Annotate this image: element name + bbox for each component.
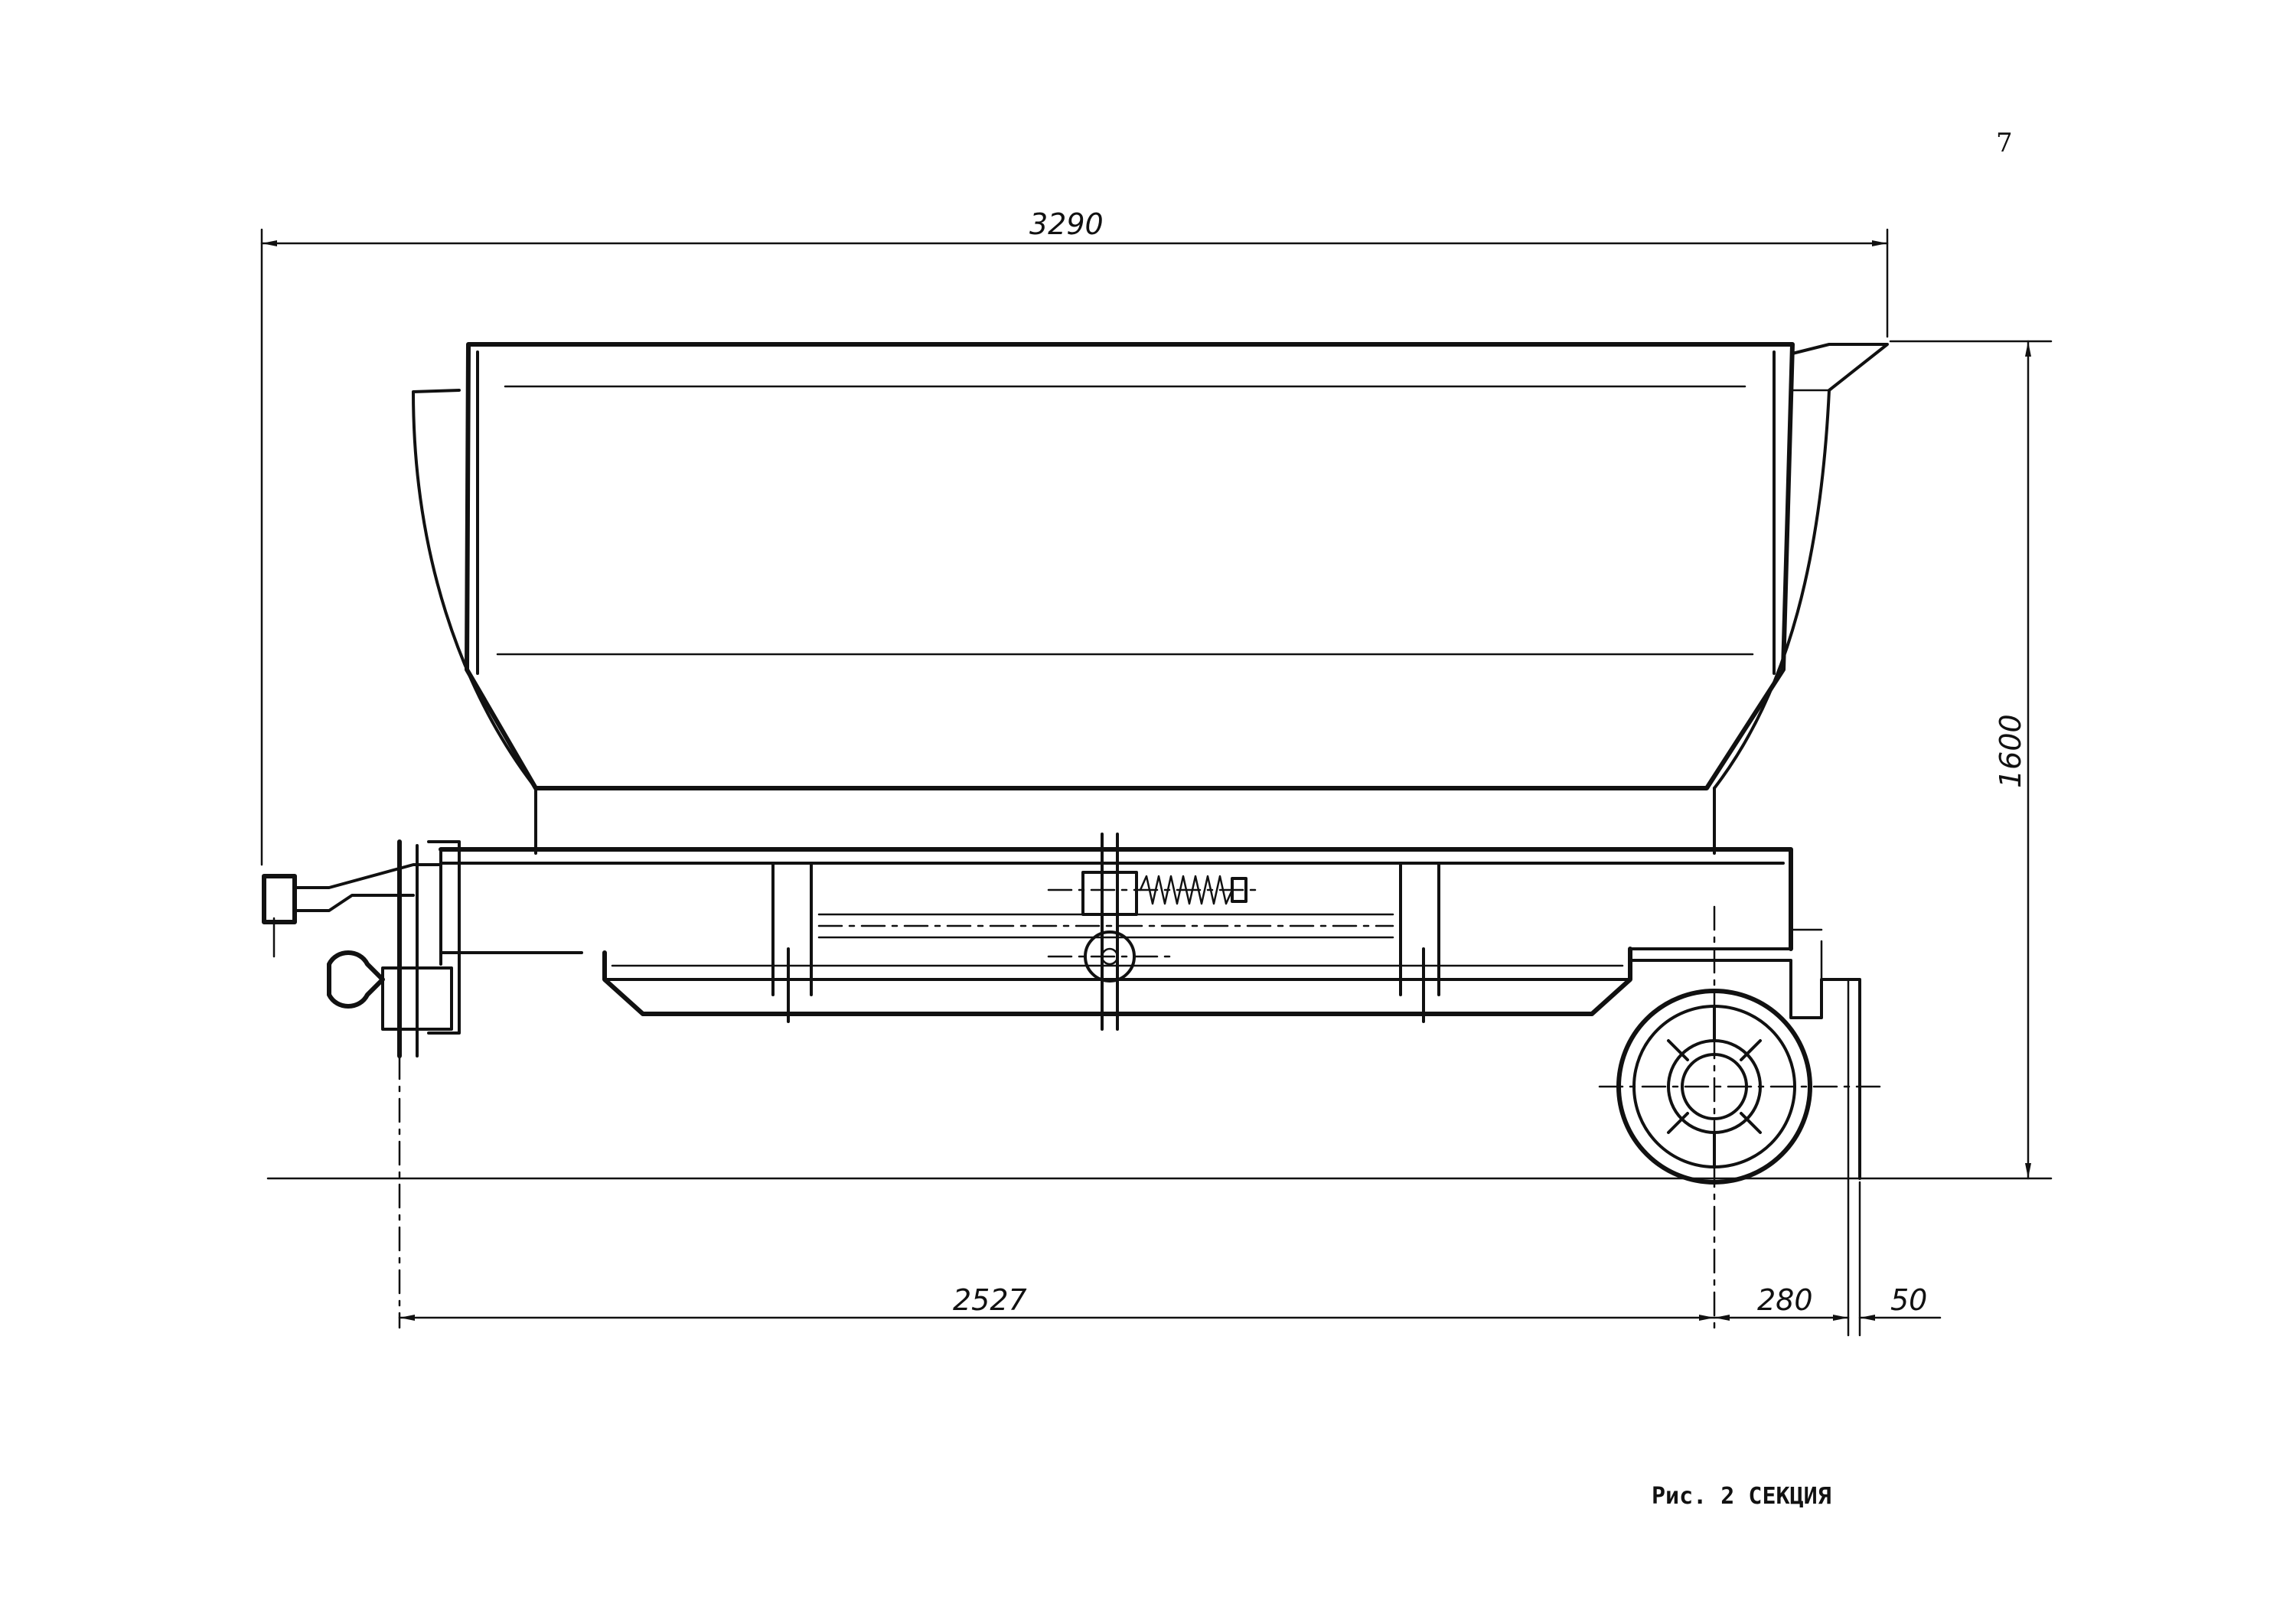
dimension-wheel-offset: 280 (1713, 1283, 1850, 1321)
wheel-assembly (1598, 905, 1884, 1337)
gate-mechanism (1047, 833, 1257, 1031)
dimension-overall-length-label: 3290 (1029, 207, 1104, 241)
dimension-axle-to-coupler: 2527 (398, 1283, 1716, 1321)
dimension-overall-height: 1600 (1889, 340, 2053, 1180)
figure-caption: Рис. 2 СЕКЦИЯ (1652, 1483, 1831, 1510)
dimension-axle-to-coupler-label: 2527 (953, 1283, 1027, 1317)
dimension-wheel-offset-label: 280 (1757, 1283, 1813, 1317)
page-number: 7 (1996, 128, 2013, 158)
dimension-end-offset: 50 (1858, 1181, 1942, 1337)
dimension-overall-height-label: 1600 (1994, 714, 2027, 788)
dimension-overall-length: 3290 (260, 207, 1889, 866)
coupler (262, 839, 461, 1329)
hopper-body (412, 342, 1889, 855)
dimension-end-offset-label: 50 (1890, 1283, 1927, 1317)
spring-icon (1139, 875, 1234, 905)
chassis-frame (439, 847, 1793, 996)
